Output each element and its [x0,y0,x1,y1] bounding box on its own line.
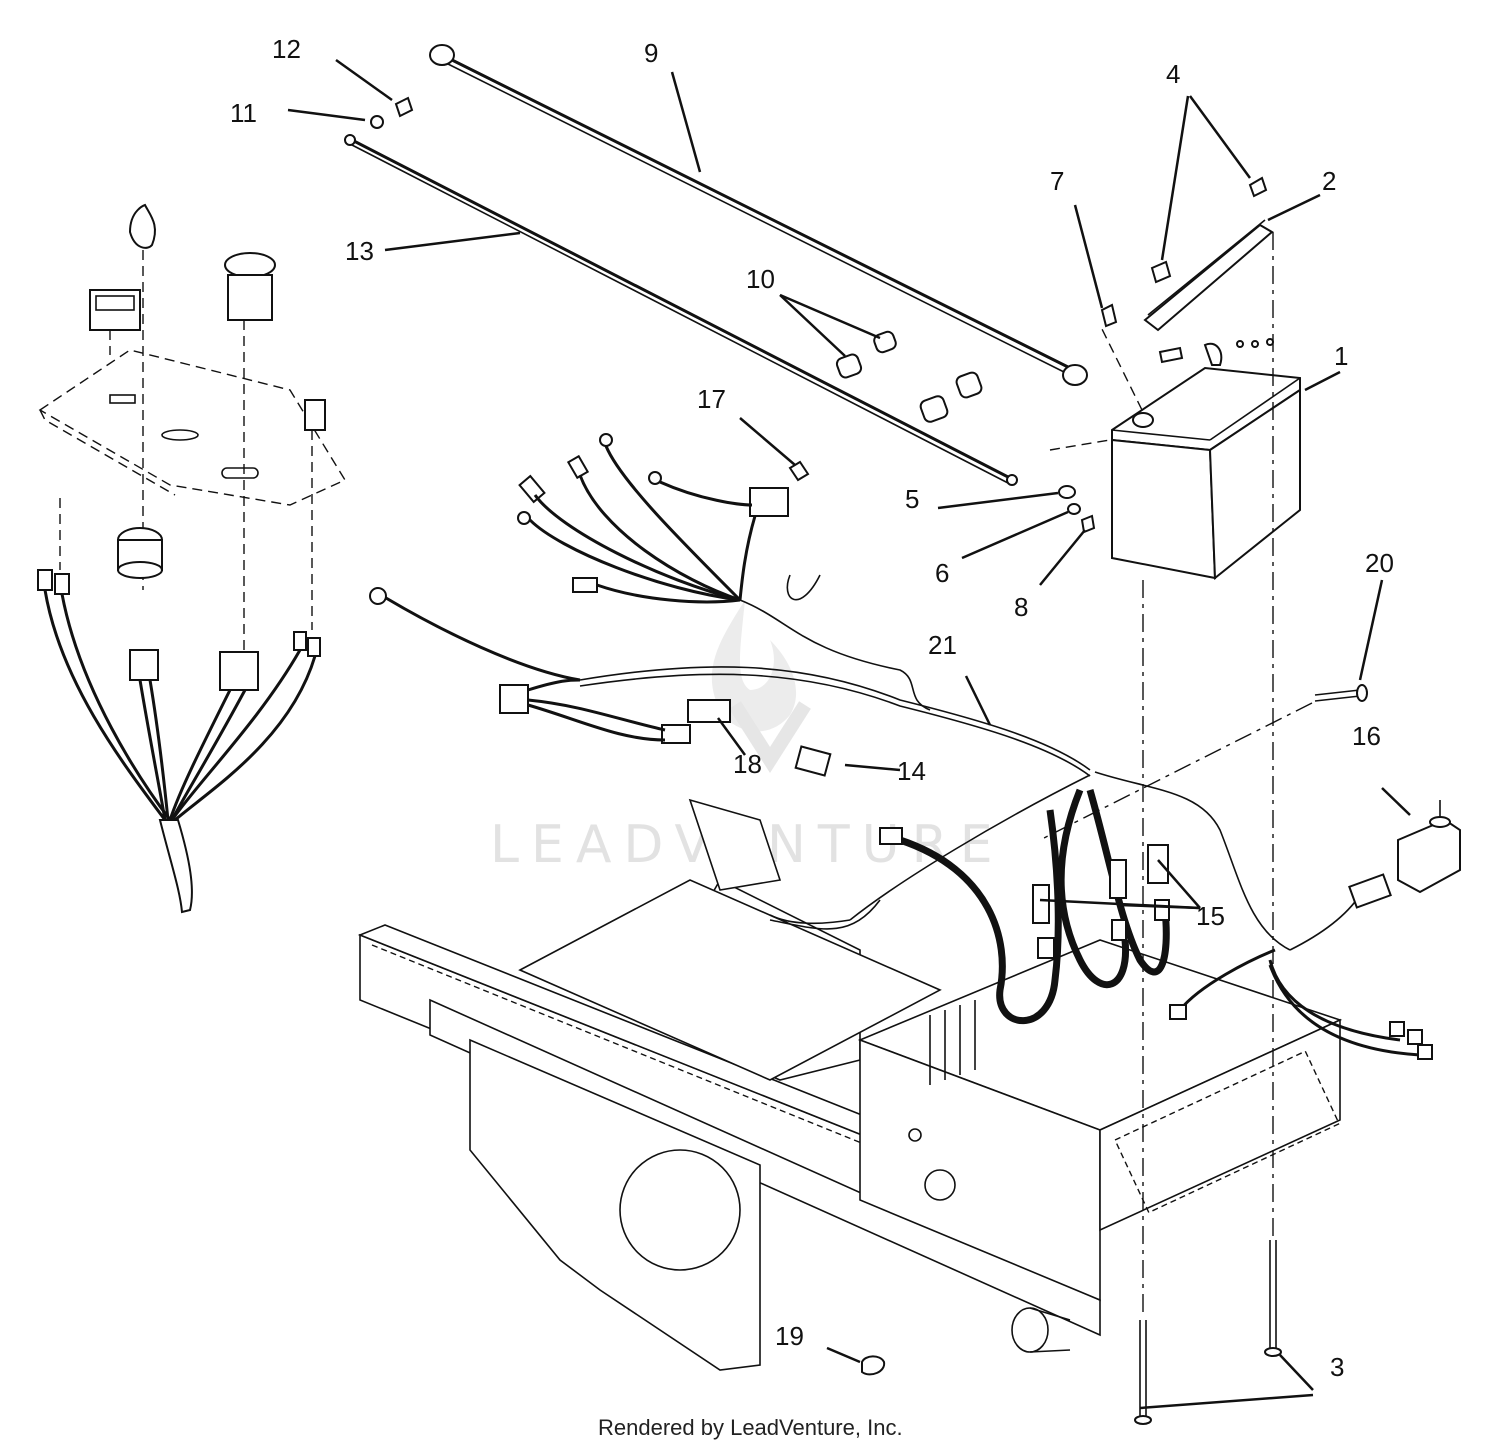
callout-5: 5 [905,484,919,514]
callout-13: 13 [345,236,374,266]
bolt [1039,684,1368,841]
hold-down-rods [1134,232,1282,1425]
battery [1099,324,1301,581]
dash-panel [38,203,347,650]
chassis-frame [357,798,1343,1371]
leader-lines [287,58,1411,1410]
callout-11: 11 [230,98,257,128]
positive-cable [429,44,1088,386]
starter-solenoid [1397,800,1461,894]
callout-labels: 1 2 3 4 5 6 7 8 9 10 11 12 13 14 15 16 1… [230,34,1394,1382]
callout-16: 16 [1352,721,1381,751]
callout-8: 8 [1014,592,1028,622]
battery-hardware [1049,303,1274,534]
callout-6: 6 [935,558,949,588]
callout-14: 14 [897,756,926,786]
callout-15: 15 [1196,901,1225,931]
rendered-by-footer: Rendered by LeadVenture, Inc. [598,1415,903,1440]
callout-10: 10 [746,264,775,294]
callout-1: 1 [1334,341,1348,371]
callout-2: 2 [1322,166,1336,196]
fuse-holder [794,745,832,777]
callout-17: 17 [697,384,726,414]
callout-9: 9 [644,38,658,68]
callout-21: 21 [928,630,957,660]
negative-cable [344,134,1018,486]
callout-3: 3 [1330,1352,1344,1382]
callout-12: 12 [272,34,301,64]
wing-nuts [1150,176,1268,284]
callout-7: 7 [1050,166,1064,196]
callout-18: 18 [733,749,762,779]
callout-19: 19 [775,1321,804,1351]
dash-harness [37,569,321,914]
callout-20: 20 [1365,548,1394,578]
callout-4: 4 [1166,59,1180,89]
screw-and-washer [370,96,414,129]
battery-hold-down [1143,219,1274,332]
terminal-boots [835,330,983,423]
main-wiring-harness [369,433,1433,1060]
harness-clip [861,1355,886,1376]
